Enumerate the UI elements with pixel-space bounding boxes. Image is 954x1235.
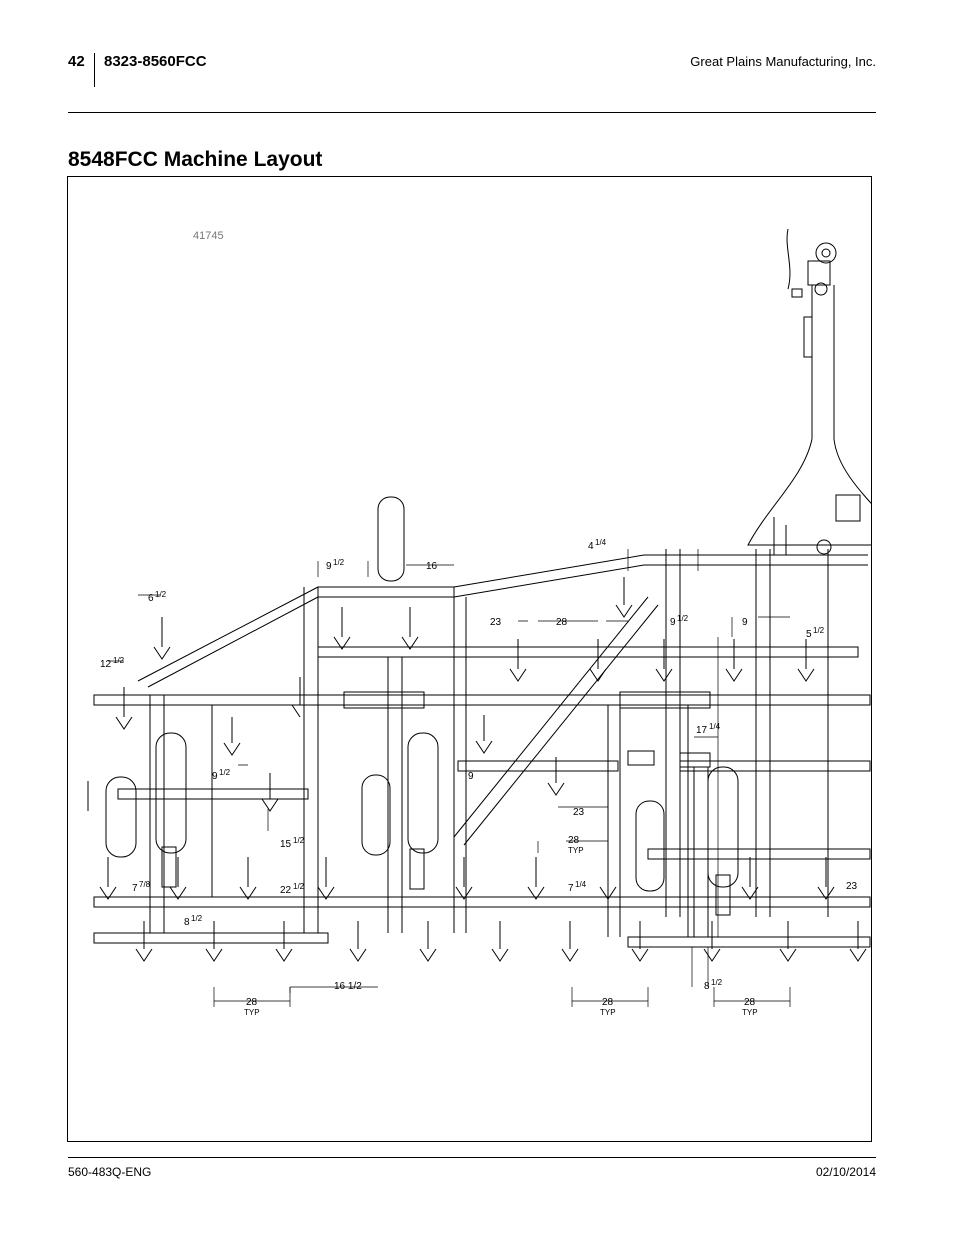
dim-label: 16 1/2 (334, 981, 362, 992)
tines (87, 577, 867, 962)
dim-label: 6 (148, 593, 154, 604)
dim-fraction: 1/2 (293, 836, 305, 845)
machine-layout-drawing: 4 9 16 6 23 28 9 9 5 12 17 9 9 23 15 28 … (87, 228, 871, 1017)
dim-label: 4 (588, 541, 594, 552)
dim-label: 23 (573, 807, 585, 818)
dim-label: 7 (132, 883, 138, 894)
figure-number: 41745 (193, 230, 224, 242)
dim-label: 16 (426, 561, 438, 572)
dim-label: 28 (246, 997, 258, 1008)
dim-fraction: 1/2 (813, 626, 825, 635)
dim-fraction: 1/2 (677, 614, 689, 623)
dim-label: 28 (602, 997, 614, 1008)
dim-label: 23 (846, 881, 858, 892)
dim-label: 9 (742, 617, 748, 628)
header-divider (94, 53, 95, 87)
dim-label: 8 (704, 981, 710, 992)
dim-typ: TYP (568, 846, 584, 855)
dimension-lines (108, 549, 791, 1007)
footer-rule (68, 1157, 876, 1158)
dim-fraction: 1/2 (293, 882, 305, 891)
dim-label: 15 (280, 839, 292, 850)
dim-label: 28 (744, 997, 756, 1008)
page-number: 42 (68, 53, 85, 70)
document-date: 02/10/2014 (815, 1165, 876, 1179)
document-number: 560-483Q-ENG (68, 1165, 152, 1179)
dim-label: 9 (326, 561, 332, 572)
dim-typ: TYP (742, 1008, 758, 1017)
front-frame (137, 549, 868, 917)
dim-fraction: 1/2 (155, 590, 167, 599)
dim-fraction: 1/2 (333, 558, 345, 567)
dim-typ: TYP (244, 1008, 260, 1017)
dim-fraction: 1/2 (113, 656, 125, 665)
dim-label: 12 (100, 659, 112, 670)
hitch-tongue (747, 228, 871, 555)
frame-uprights (149, 587, 709, 937)
dim-fraction: 1/4 (575, 880, 587, 889)
dim-label: 9 (670, 617, 676, 628)
dim-label: 28 (568, 835, 580, 846)
dim-label: 23 (490, 617, 502, 628)
model-number: 8323-8560FCC (104, 53, 207, 70)
dimension-fractions: 1/4 1/2 1/2 1/2 1/2 1/2 1/4 1/2 1/2 7/8 … (113, 538, 825, 1017)
diagonal-brace (453, 596, 659, 846)
dim-fraction: 1/2 (219, 768, 231, 777)
dim-label: 8 (184, 917, 190, 928)
dim-fraction: 7/8 (139, 880, 151, 889)
dim-fraction: 1/4 (709, 722, 721, 731)
dim-label: 17 (696, 725, 708, 736)
hydraulic-cylinders (161, 691, 731, 916)
dim-label: 7 (568, 883, 574, 894)
dim-label: 22 (280, 885, 292, 896)
dim-label: 28 (556, 617, 568, 628)
figure-frame: 4 9 16 6 23 28 9 9 5 12 17 9 9 23 15 28 … (67, 176, 872, 1142)
header-rule (68, 112, 876, 113)
rank-bars (93, 646, 871, 948)
dimension-labels: 4 9 16 6 23 28 9 9 5 12 17 9 9 23 15 28 … (100, 541, 858, 1008)
dim-fraction: 1/2 (711, 978, 723, 987)
dim-label: 9 (468, 771, 474, 782)
dim-label: 9 (212, 771, 218, 782)
dim-fraction: 1/2 (191, 914, 203, 923)
dim-label: 5 (806, 629, 812, 640)
dim-fraction: 1/4 (595, 538, 607, 547)
page-title: 8548FCC Machine Layout (68, 148, 323, 171)
dim-typ: TYP (600, 1008, 616, 1017)
gauge-wheels (105, 496, 739, 892)
company-name: Great Plains Manufacturing, Inc. (690, 54, 876, 69)
